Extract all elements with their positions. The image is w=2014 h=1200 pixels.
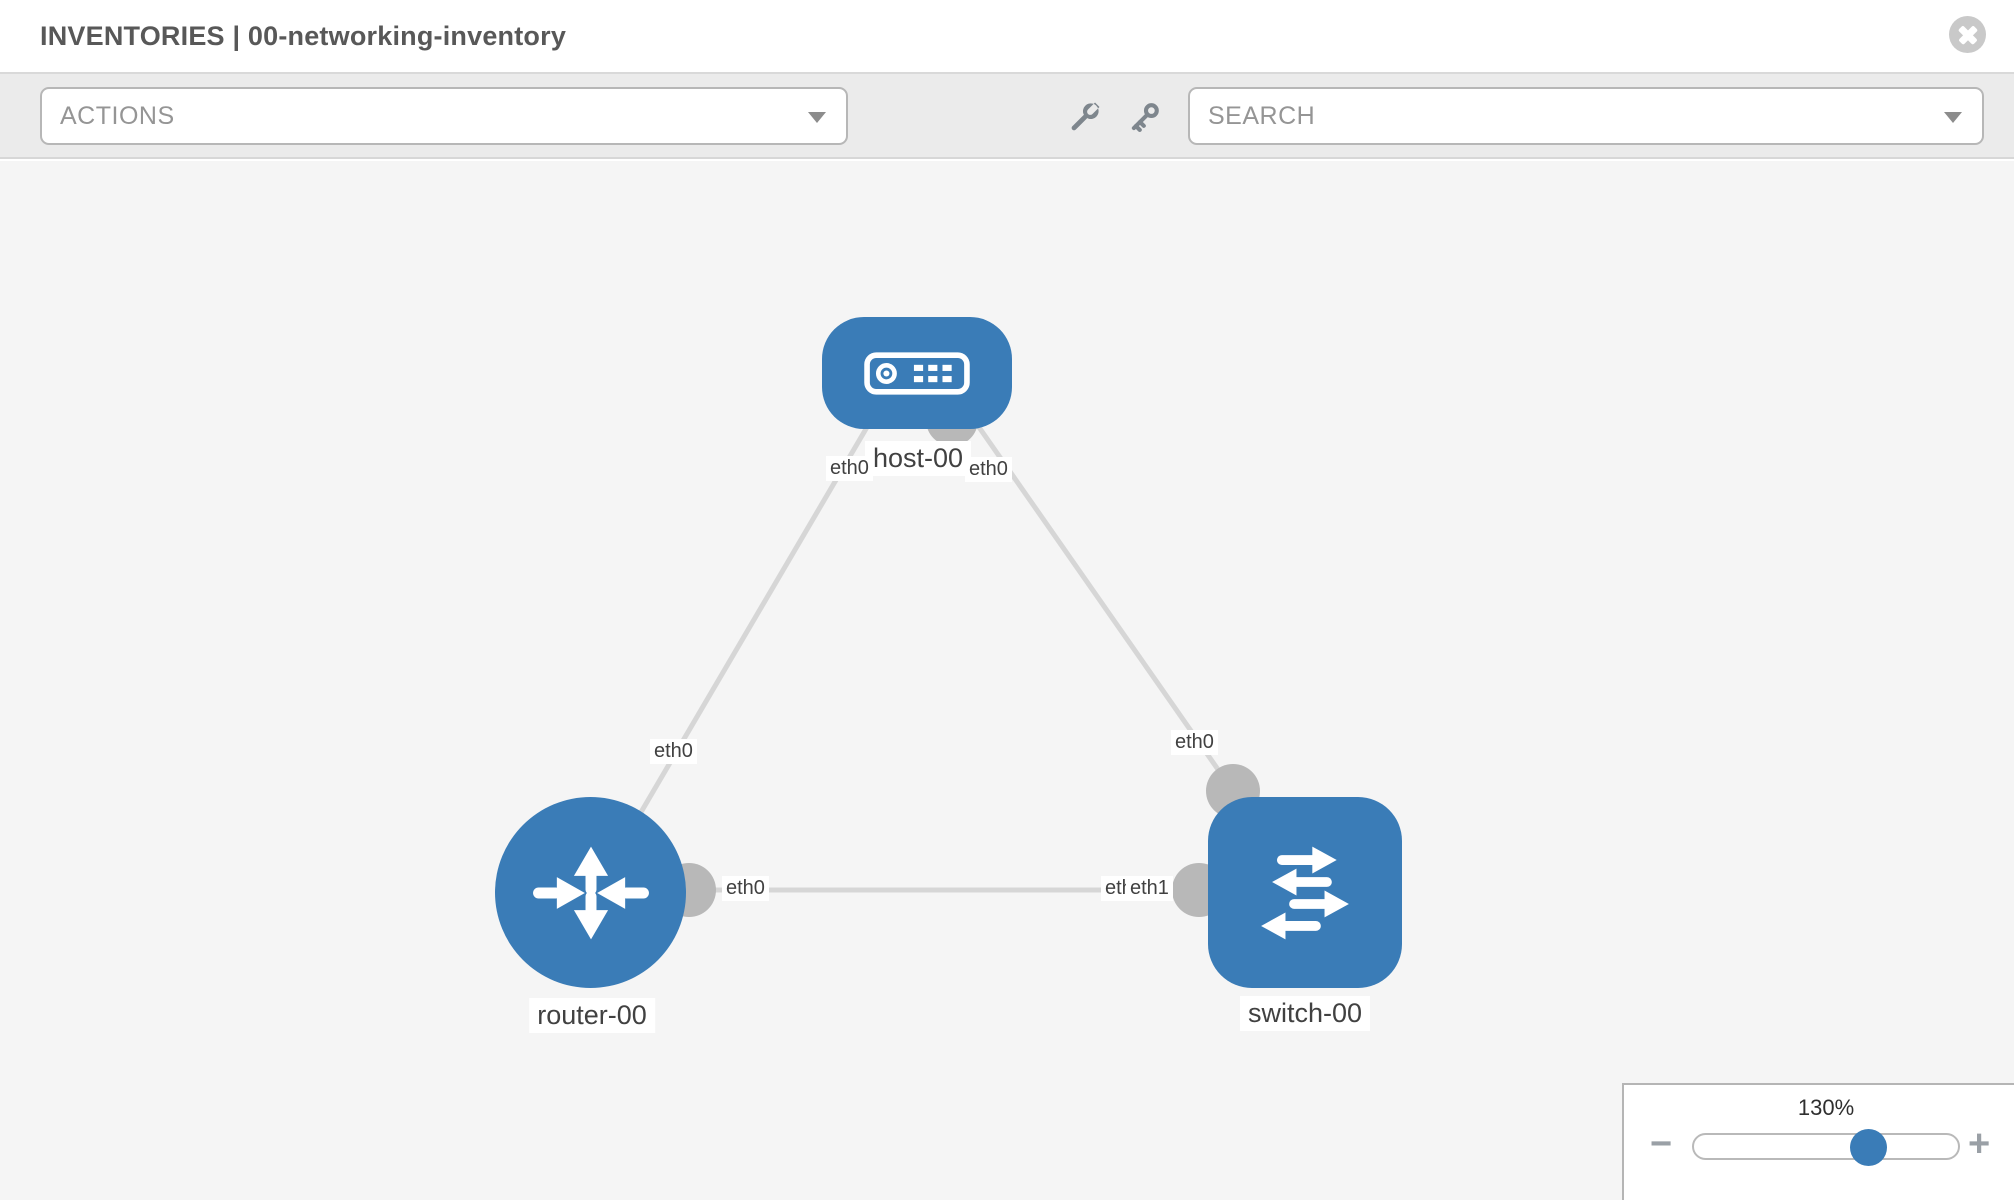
iface-label-switch-eth0-top: eth0 bbox=[1171, 730, 1218, 755]
link-host-router bbox=[607, 403, 883, 867]
close-icon[interactable] bbox=[1949, 16, 1986, 53]
zoom-slider[interactable] bbox=[1692, 1129, 1960, 1166]
toolbar: ACTIONS bbox=[0, 72, 2014, 159]
iface-label-host-eth0-right: eth0 bbox=[965, 457, 1012, 482]
key-button[interactable] bbox=[1122, 96, 1166, 140]
iface-label-router-eth0-right: eth0 bbox=[722, 876, 769, 901]
node-label-host-00: host-00 bbox=[864, 441, 972, 477]
actions-dropdown-label: ACTIONS bbox=[60, 101, 175, 130]
page-title: INVENTORIES | 00-networking-inventory bbox=[40, 20, 567, 51]
wrench-button[interactable] bbox=[1062, 96, 1106, 140]
node-switch-00[interactable] bbox=[1208, 797, 1402, 988]
router-icon bbox=[532, 846, 649, 939]
search-dropdown-label: SEARCH bbox=[1208, 101, 1316, 130]
zoom-level-value: 130% bbox=[1797, 1095, 1855, 1120]
chevron-down-icon bbox=[1944, 112, 1962, 123]
iface-label-host-eth0-left: eth0 bbox=[826, 456, 873, 481]
zoom-in-button[interactable]: + bbox=[1968, 1123, 1991, 1165]
search-dropdown[interactable]: SEARCH bbox=[1188, 87, 1984, 145]
iface-label-switch-eth1: eth1 bbox=[1126, 876, 1173, 901]
wrench-icon bbox=[1071, 102, 1100, 130]
actions-dropdown[interactable]: ACTIONS bbox=[40, 87, 848, 145]
node-router-00[interactable] bbox=[495, 797, 686, 988]
node-label-switch-00: switch-00 bbox=[1239, 996, 1371, 1032]
zoom-control-panel: 130% − + bbox=[1622, 1083, 2014, 1200]
topology-canvas[interactable]: host-00 router-00 switch-00 eth0 eth0 et… bbox=[0, 161, 2014, 1200]
header: INVENTORIES | 00-networking-inventory bbox=[0, 0, 2014, 72]
switch-icon bbox=[1261, 846, 1349, 939]
zoom-slider-thumb[interactable] bbox=[1850, 1129, 1887, 1166]
node-host-00[interactable] bbox=[822, 317, 1012, 429]
zoom-out-button[interactable]: − bbox=[1650, 1123, 1673, 1165]
chevron-down-icon bbox=[808, 112, 826, 123]
key-icon bbox=[1131, 102, 1159, 132]
host-icon bbox=[864, 351, 970, 395]
iface-label-router-eth0-top: eth0 bbox=[650, 739, 697, 764]
node-label-router-00: router-00 bbox=[529, 998, 655, 1034]
links-layer bbox=[607, 394, 1260, 917]
toolbar-tool-icons bbox=[1062, 74, 1166, 161]
